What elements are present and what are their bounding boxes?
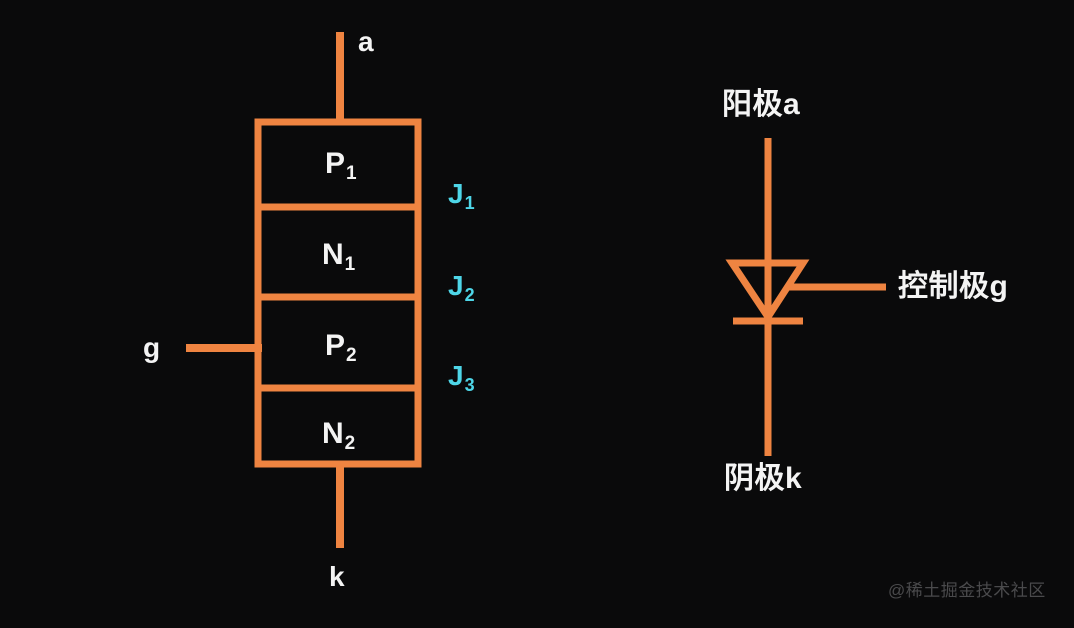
junction-subscript: 3 [464,375,475,396]
watermark-text: @稀土掘金技术社区 [888,581,1046,600]
layer-subscript: 1 [346,163,357,185]
layer-letter: P [325,147,346,180]
structure-diagram-group [186,32,422,548]
cathode-terminal-label: k [329,561,345,592]
junction-letter: J [448,360,464,391]
symbol-gate-label: 控制极g [898,270,1009,303]
layer-subscript: 2 [346,345,357,367]
symbol-triangle [725,259,810,324]
layer-label-p1: P1 [325,147,357,185]
anode-terminal-label: a [358,26,374,57]
layer-label-p2: P2 [325,329,357,367]
layer-label-n2: N2 [322,417,356,455]
junction-subscript: 1 [464,193,475,214]
junction-subscript: 2 [464,285,475,306]
layer-letter: N [322,238,344,271]
symbol-anode-label: 阳极a [722,88,801,121]
junction-label-j1: J1 [448,178,475,214]
gate-terminal-label: g [143,332,161,363]
layer-letter: N [322,417,344,450]
junction-label-j3: J3 [448,360,475,396]
layer-label-n1: N1 [322,238,356,276]
junction-label-j2: J2 [448,270,475,306]
layer-subscript: 1 [344,254,356,276]
layer-letter: P [325,329,346,362]
junction-letter: J [448,178,464,209]
symbol-cathode-label: 阴极k [724,462,803,495]
junction-letter: J [448,270,464,301]
symbol-diagram-group [725,138,886,456]
layer-subscript: 2 [344,433,356,455]
